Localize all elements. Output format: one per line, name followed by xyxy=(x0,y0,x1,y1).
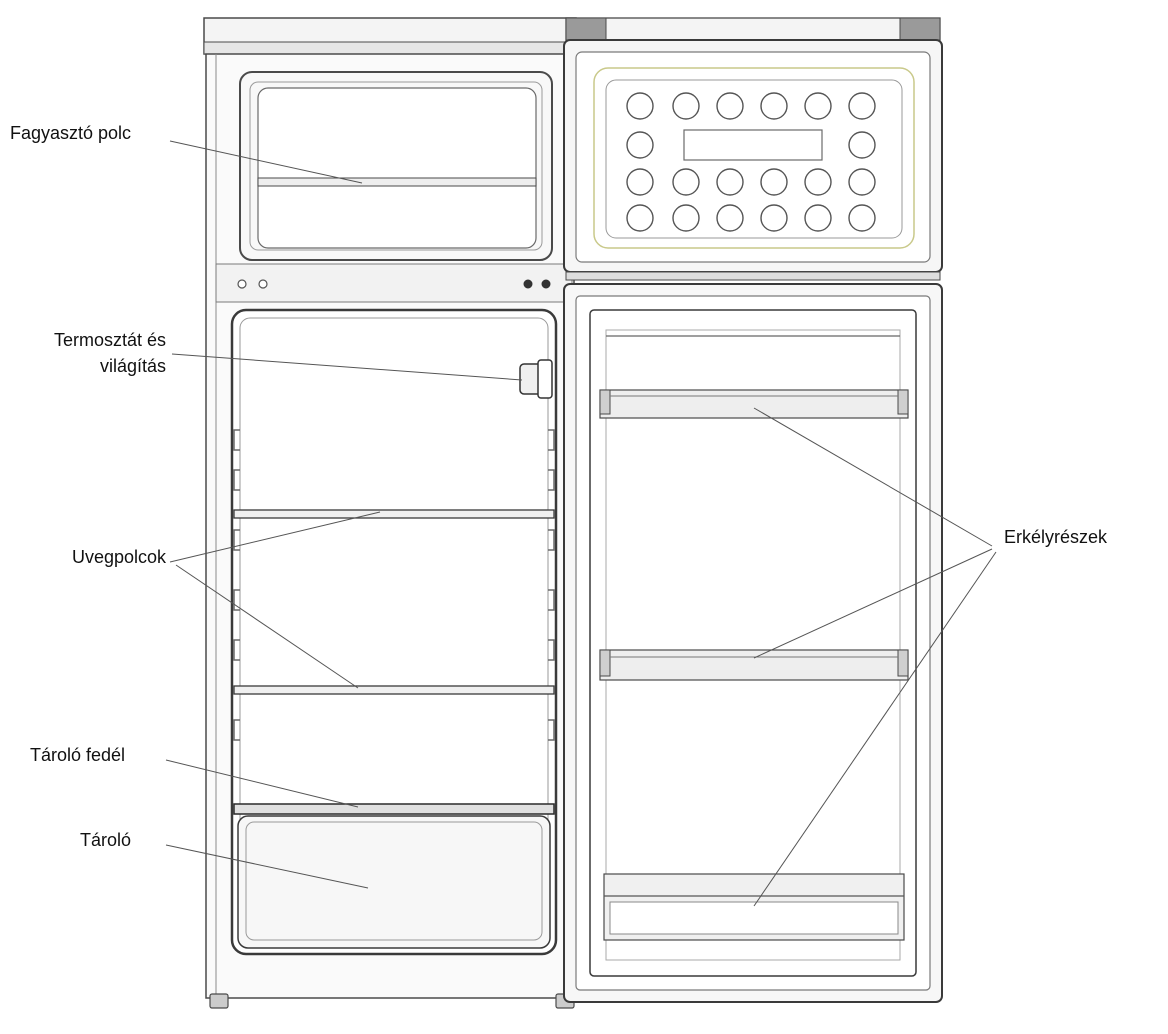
glass-shelf-upper xyxy=(233,509,555,519)
control-button-r4-c5 xyxy=(804,204,832,232)
leader-thermostat xyxy=(171,353,523,381)
control-button-r1-c6 xyxy=(848,92,876,120)
label-freezer-shelf: Fagyasztó polc xyxy=(10,123,132,143)
control-button-r1-c2 xyxy=(672,92,700,120)
leader-crisper-cover xyxy=(165,759,359,808)
control-button-r4-c3 xyxy=(716,204,744,232)
freezer-door-hinge-top xyxy=(565,17,941,41)
crisper-cover-shape xyxy=(233,803,555,815)
door-balcony-bottom xyxy=(603,873,905,941)
crisper-drawer xyxy=(237,815,551,949)
shelf-rails xyxy=(233,429,555,741)
label-crisper-cover: Tároló fedél xyxy=(30,745,126,765)
fridge-compartment xyxy=(230,308,558,956)
control-button-r1-c5 xyxy=(804,92,832,120)
control-buttons xyxy=(626,92,876,232)
leader-crisper xyxy=(165,844,369,889)
control-button-r4-c4 xyxy=(760,204,788,232)
switch-right-a xyxy=(523,279,533,289)
control-button-r4-c2 xyxy=(672,204,700,232)
leader-lines xyxy=(165,140,997,907)
leader-balcony-top xyxy=(753,407,993,547)
switch-left-b xyxy=(258,279,268,289)
label-thermostat-line2: világítás xyxy=(99,356,166,376)
leader-freezer-shelf xyxy=(169,140,363,184)
control-button-r2-c2 xyxy=(848,131,876,159)
leader-balcony-middle xyxy=(753,548,993,659)
control-button-r1-c4 xyxy=(760,92,788,120)
door-balcony-top xyxy=(599,389,909,419)
control-button-r3-c1 xyxy=(626,168,654,196)
switch-left-a xyxy=(237,279,247,289)
switch-right-b xyxy=(541,279,551,289)
label-crisper: Tároló xyxy=(80,830,132,850)
cabinet xyxy=(203,17,577,1009)
leader-balcony-bottom xyxy=(753,551,997,907)
control-display xyxy=(683,129,823,161)
cabinet-top-edge xyxy=(203,41,577,55)
leader-glass-shelf-upper xyxy=(169,511,381,563)
control-button-r2-c1 xyxy=(626,131,654,159)
foot-left xyxy=(209,993,229,1009)
control-button-r3-c3 xyxy=(716,168,744,196)
thermostat-knob xyxy=(537,359,553,399)
control-button-r1-c1 xyxy=(626,92,654,120)
control-button-r4-c6 xyxy=(848,204,876,232)
control-button-r3-c5 xyxy=(804,168,832,196)
label-thermostat-line1: Termosztát és xyxy=(53,330,166,350)
freezer-door xyxy=(563,17,943,281)
control-button-r3-c4 xyxy=(760,168,788,196)
divider-panel xyxy=(215,263,573,303)
label-door-balconies: Erkélyrészek xyxy=(1004,527,1108,547)
fridge-door xyxy=(563,283,943,1003)
door-balcony-middle xyxy=(599,649,909,681)
control-button-r1-c3 xyxy=(716,92,744,120)
freezer-shelf xyxy=(257,177,537,187)
glass-shelf-lower xyxy=(233,685,555,695)
control-button-r3-c2 xyxy=(672,168,700,196)
control-button-r3-c6 xyxy=(848,168,876,196)
control-button-r4-c1 xyxy=(626,204,654,232)
leader-glass-shelf-lower xyxy=(175,564,359,689)
label-glass-shelves: Uvegpolcok xyxy=(72,547,167,567)
